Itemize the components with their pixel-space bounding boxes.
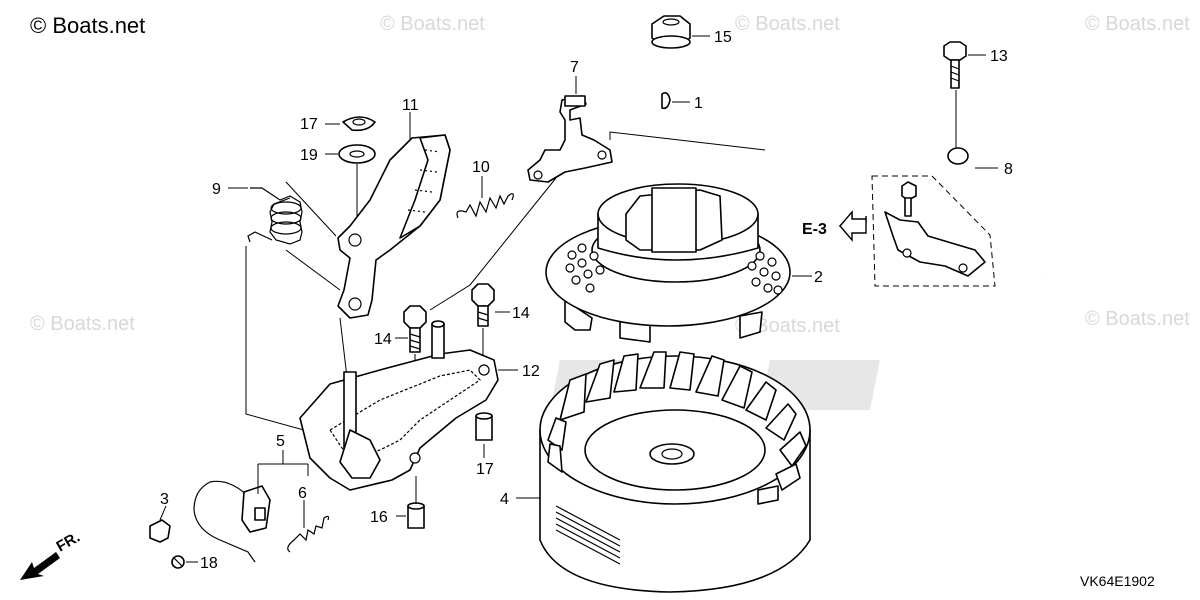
front-direction-arrow-icon (20, 552, 60, 580)
callout-number: 9 (212, 181, 221, 198)
reference-detail-box (871, 175, 996, 287)
watermark: © Boats.net (735, 13, 840, 35)
watermark-logo: © Boats.net (30, 13, 145, 38)
callout-number: 6 (298, 485, 307, 502)
flywheel-part[interactable] (539, 351, 811, 593)
brake-arm-part[interactable] (337, 134, 451, 319)
clamp-part[interactable] (149, 519, 171, 543)
callout-number: 14 (512, 305, 530, 322)
callout-number: 3 (160, 491, 169, 508)
callout-number: 13 (990, 48, 1008, 65)
callout-number: 14 (374, 331, 392, 348)
callout-number: 12 (522, 363, 540, 380)
watermark: © Boats.net (1085, 308, 1190, 330)
governor-arm-part[interactable] (527, 95, 613, 183)
reference-arrow-icon (838, 210, 867, 242)
bolt-part-14-left[interactable] (403, 305, 427, 353)
key-part[interactable] (661, 92, 671, 110)
callout-number: 17 (476, 461, 494, 478)
screw-part[interactable] (171, 555, 185, 569)
callout-number: 15 (714, 29, 732, 46)
torsion-spring-part[interactable] (247, 187, 303, 245)
callout-number: 5 (276, 433, 285, 450)
callout-number: 19 (300, 147, 318, 164)
watermark: © Boats.net (380, 13, 485, 35)
callout-number: 17 (300, 116, 318, 133)
callout-number: 10 (472, 159, 490, 176)
clip-part[interactable] (342, 116, 376, 132)
base-plate-part[interactable] (299, 320, 499, 491)
governor-rod-part[interactable] (766, 116, 1046, 276)
watermark: © Boats.net (30, 313, 135, 335)
collar-part-17-right[interactable] (475, 412, 493, 441)
callout-number: 2 (814, 269, 823, 286)
bolt-part-14-right[interactable] (471, 283, 495, 327)
callout-number: 11 (402, 97, 419, 114)
callout-number: 8 (1004, 161, 1013, 178)
stop-switch-part[interactable] (193, 480, 271, 563)
callout-number: 16 (370, 509, 388, 526)
washer-part[interactable] (338, 144, 376, 164)
callout-number: 7 (570, 59, 579, 76)
bolt-part-13[interactable] (943, 41, 967, 89)
callout-number: 1 (694, 95, 703, 112)
front-indicator-label: FR. (54, 529, 83, 556)
callout-number: 18 (200, 555, 218, 572)
starter-pulley-part[interactable] (545, 183, 791, 343)
reference-label: E-3 (802, 221, 827, 238)
nut-part[interactable] (651, 15, 691, 49)
diagram-code: VK64E1902 (1080, 573, 1155, 589)
watermark: © Boats.net (1085, 13, 1190, 35)
callout-number: 4 (500, 491, 509, 508)
spring-part-6[interactable] (287, 515, 330, 553)
collar-part-17-bottom[interactable] (407, 502, 425, 529)
spring-part-10[interactable] (456, 193, 514, 219)
